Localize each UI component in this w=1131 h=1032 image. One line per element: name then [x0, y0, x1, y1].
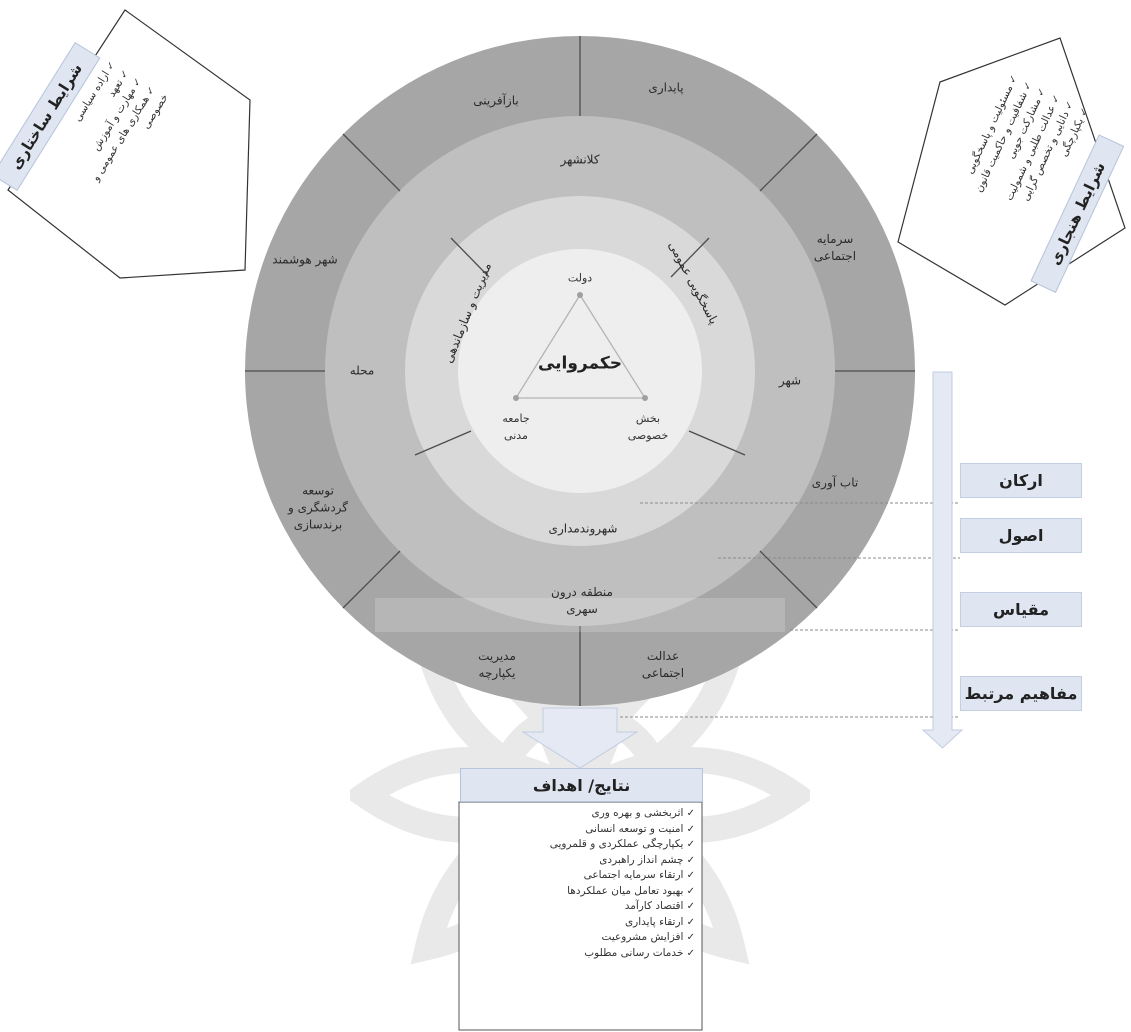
inner-dividers	[414, 237, 746, 456]
center-title: حکمروایی	[537, 353, 623, 374]
outcomes-list: اثربخشی و بهره وری امنیت و توسعه انسانی …	[470, 806, 695, 961]
list-item: بهبود تعامل میان عملکردها	[470, 884, 695, 900]
tab-related-concepts: مفاهیم مرتبط	[960, 676, 1082, 711]
outer-dividers	[245, 36, 915, 706]
scale-intra-urban-district: منطقه درون سهری	[551, 585, 613, 616]
list-item: چشم انداز راهبردی	[470, 853, 695, 869]
outcomes-title: نتایج/ اهداف	[460, 768, 703, 802]
scale-metropolis: کلانشهر	[560, 152, 600, 167]
concept-social-justice: عدالت اجتماعی	[641, 649, 685, 680]
tab-pillars: ارکان	[960, 463, 1082, 498]
list-item: اثربخشی و بهره وری	[470, 806, 695, 822]
concept-social-capital: سرمایه اجتماعی	[813, 232, 857, 263]
principle-citizen-centered: شهروندمداری	[548, 521, 618, 536]
list-item: خدمات رسانی مطلوب	[470, 946, 695, 962]
concept-integrated-management: مدیریت یکپارچه	[478, 649, 516, 680]
list-item: اقتصاد کارآمد	[470, 899, 695, 915]
outcomes-down-arrow	[521, 707, 639, 769]
vertex-private-sector: بخش خصوصی	[627, 412, 669, 442]
concept-tourism-branding: توسعه گردشگری و برندسازی	[288, 483, 348, 532]
list-item: ارتقاء پایداری	[470, 915, 695, 931]
list-item: افزایش مشروعیت	[470, 930, 695, 946]
right-down-arrow	[921, 371, 964, 749]
bottom-band	[375, 598, 785, 632]
governance-triangle	[513, 292, 648, 401]
list-item: ارتقاء سرمایه اجتماعی	[470, 868, 695, 884]
tab-connectors	[620, 502, 960, 718]
list-item: یکپارچگی عملکردی و قلمرویی	[470, 837, 695, 853]
scale-neighborhood: محله	[349, 363, 375, 378]
list-item: امنیت و توسعه انسانی	[470, 822, 695, 838]
concept-smart-city: شهر هوشمند	[272, 252, 338, 267]
concept-regeneration: بازآفرینی	[473, 93, 519, 108]
vertex-state: دولت	[567, 271, 593, 285]
tab-principles: اصول	[960, 518, 1082, 553]
scale-city: شهر	[778, 373, 802, 388]
vertex-civil-society: جامعه مدنی	[502, 412, 530, 442]
tab-scale: مقیاس	[960, 592, 1082, 627]
concept-resilience: تاب آوری	[811, 475, 859, 490]
center-disc	[458, 249, 702, 493]
concept-sustainability: پایداری	[648, 80, 684, 95]
